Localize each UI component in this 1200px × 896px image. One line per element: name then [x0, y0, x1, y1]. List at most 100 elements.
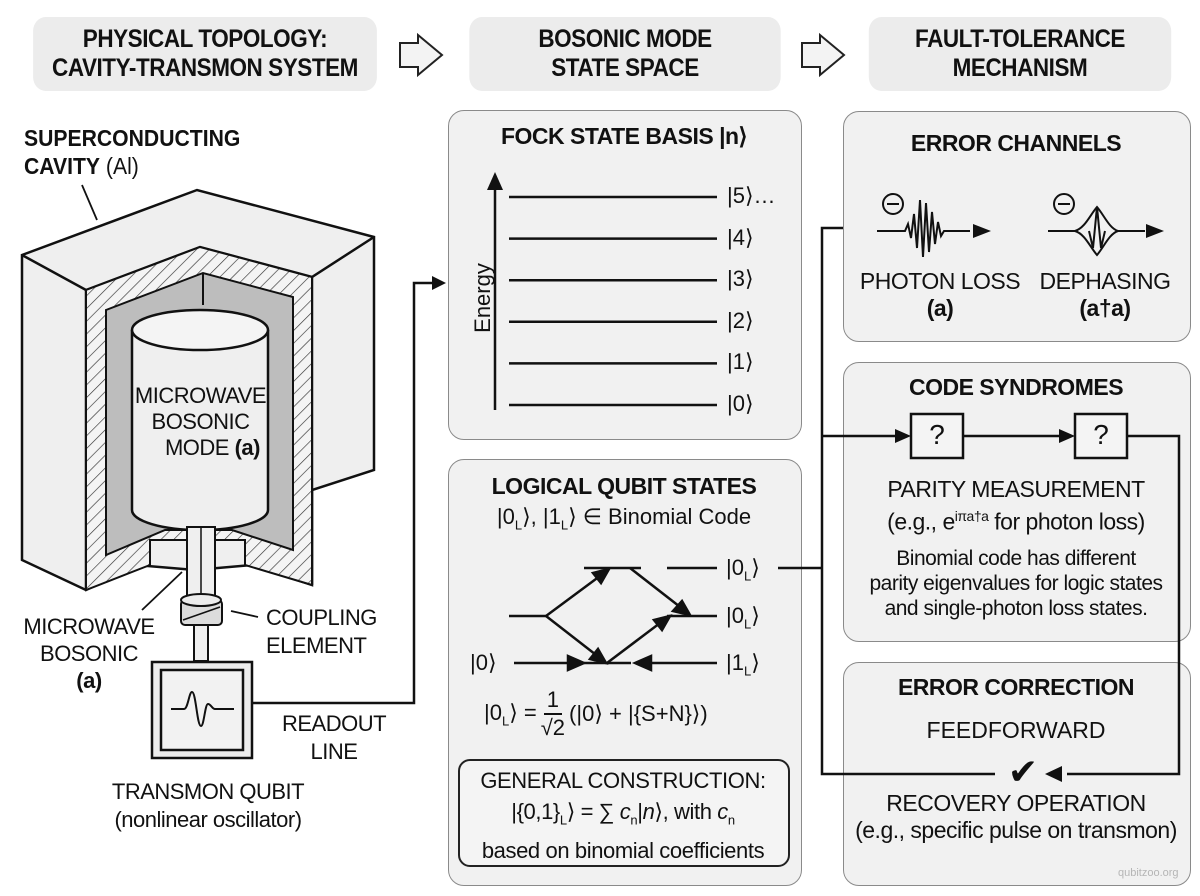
example-exponent: iπa†a — [954, 508, 989, 524]
cavity-material: (Al) — [105, 153, 139, 179]
photon-loss-label: PHOTON LOSS (a) — [852, 268, 1028, 322]
logical-subtitle: |0L⟩, |1L⟩ ∈ Binomial Code — [496, 504, 752, 533]
readout-label-line: READOUT — [281, 711, 387, 736]
example-prefix: (e.g., e — [887, 508, 955, 535]
logical-right-ket-0L-top: |0L⟩ — [726, 555, 760, 584]
fock-level-label: |3⟩ — [727, 266, 754, 292]
minus-circle-icon — [1053, 193, 1075, 215]
error-correction-title: ERROR CORRECTION — [897, 674, 1135, 700]
equation-lhs: |0L⟩ = — [484, 699, 537, 729]
channel-name: PHOTON LOSS — [859, 268, 1021, 294]
check-icon: ✔ — [1007, 752, 1039, 793]
cavity-label-line: CAVITY — [24, 153, 101, 179]
note-line: and single-photon loss states. — [884, 597, 1148, 620]
side-operator: (a) — [76, 668, 102, 693]
parity-example: (e.g., eiπa†a for photon loss) — [843, 503, 1189, 536]
logical-left-ket: |0⟩ — [470, 650, 497, 675]
transmon-label-line: TRANSMON QUBIT — [111, 779, 305, 804]
recovery-text: RECOVERY OPERATION (e.g., specific pulse… — [843, 790, 1189, 844]
logical-title: LOGICAL QUBIT STATES — [491, 473, 757, 499]
coupling-label: COUPLING ELEMENT — [266, 604, 377, 660]
code-syndromes-title: CODE SYNDROMES — [908, 374, 1124, 400]
side-label-line: BOSONIC — [40, 641, 138, 666]
note-line: Binomial code has different — [896, 547, 1136, 570]
syndrome-box-1 — [909, 412, 965, 460]
construction-title: GENERAL CONSTRUCTION: — [480, 768, 766, 793]
construction-note: based on binomial coefficients — [481, 838, 765, 864]
fock-state-panel — [448, 110, 802, 440]
watermark: qubitzoo.org — [1118, 867, 1179, 879]
mode-label-line: BOSONIC — [151, 409, 250, 434]
code-syndromes-panel — [843, 362, 1191, 642]
fock-level-label: |2⟩ — [727, 307, 754, 333]
photon-loss-glyph — [877, 193, 991, 258]
header-line: MECHANISM — [952, 54, 1088, 82]
fock-level-label: |0⟩ — [727, 391, 754, 416]
energy-axis-arrowhead — [487, 172, 503, 190]
mode-label-line: MICROWAVE — [134, 383, 267, 408]
readout-label-line: LINE — [310, 739, 358, 764]
recovery-example: (e.g., specific pulse on transmon) — [855, 817, 1177, 843]
minus-circle-icon — [882, 193, 904, 215]
side-label-line: MICROWAVE — [23, 614, 155, 639]
dephasing-label: DEPHASING (a†a) — [1030, 268, 1180, 322]
feedforward-label: FEEDFORWARD — [926, 717, 1106, 743]
error-channels-title: ERROR CHANNELS — [910, 130, 1122, 156]
construction-formula: |{0,1}L⟩ = ∑ cn|n⟩, with cn — [511, 799, 735, 828]
readout-label: READOUT LINE — [274, 710, 394, 766]
parity-measurement-text: PARITY MEASUREMENT (e.g., eiπa†a for pho… — [843, 476, 1189, 536]
error-channels-panel — [843, 111, 1191, 342]
header-line: PHYSICAL TOPOLOGY: — [82, 25, 328, 53]
binomial-note: Binomial code has different parity eigen… — [843, 546, 1189, 621]
syndrome-box-2-symbol: ? — [1093, 419, 1109, 450]
fock-level-label: |5⟩… — [727, 183, 776, 208]
connector-line — [820, 226, 995, 776]
header-line: STATE SPACE — [551, 54, 699, 82]
logical-right-ket-1L: |1L⟩ — [726, 650, 760, 679]
transmon-label-line: (nonlinear oscillator) — [114, 807, 302, 832]
readout-line — [252, 281, 440, 705]
cavity-label: SUPERCONDUCTING CAVITY (Al) — [24, 124, 240, 180]
header-line: FAULT-TOLERANCE — [915, 25, 1125, 53]
cavity-label-line: SUPERCONDUCTING — [24, 125, 241, 151]
syndrome-box-1-symbol: ? — [929, 419, 945, 450]
fock-level-label: |1⟩ — [727, 349, 754, 375]
parity-measurement-title: PARITY MEASUREMENT — [887, 476, 1145, 502]
fock-title: FOCK STATE BASIS |n⟩ — [500, 123, 748, 149]
coupling-label-line: ELEMENT — [266, 633, 367, 658]
mode-label: MICROWAVE BOSONIC MODE (a) — [133, 383, 268, 461]
header-line: CAVITY-TRANSMON SYSTEM — [52, 54, 358, 82]
equation-fraction: 1 √2 — [541, 687, 565, 741]
mode-label-line: MODE — [164, 435, 230, 460]
logical-equation: |0L⟩ = 1 √2 (|0⟩ + |{S+N}⟩) — [484, 687, 708, 741]
example-suffix: for photon loss) — [988, 508, 1145, 535]
transmon-label: TRANSMON QUBIT (nonlinear oscillator) — [96, 778, 320, 834]
general-construction-box — [458, 759, 790, 867]
header-line: BOSONIC MODE — [538, 25, 712, 53]
coupling-label-line: COUPLING — [266, 605, 377, 630]
equation-rhs: (|0⟩ + |{S+N}⟩) — [569, 701, 708, 726]
syndrome-box-2 — [1073, 412, 1129, 460]
general-construction-text: GENERAL CONSTRUCTION: |{0,1}L⟩ = ∑ cn|n⟩… — [458, 765, 788, 866]
equation-numerator: 1 — [543, 687, 563, 715]
note-line: parity eigenvalues for logic states — [869, 572, 1164, 595]
channel-operator: (a†a) — [1079, 295, 1131, 321]
side-bosonic-label: MICROWAVE BOSONIC (a) — [14, 613, 164, 694]
fock-level-label: |4⟩ — [727, 224, 754, 250]
header-physical-topology: PHYSICAL TOPOLOGY:CAVITY-TRANSMON SYSTEM — [33, 17, 377, 91]
mode-operator: (a) — [234, 435, 261, 460]
logical-right-ket-0L-mid: |0L⟩ — [726, 603, 760, 632]
syndrome-to-correction-line — [1067, 434, 1181, 776]
transmon-pulse-icon — [171, 690, 234, 728]
hollow-right-arrow-icon — [399, 32, 444, 78]
channel-operator: (a) — [926, 295, 954, 321]
channel-name: DEPHASING — [1039, 268, 1171, 294]
